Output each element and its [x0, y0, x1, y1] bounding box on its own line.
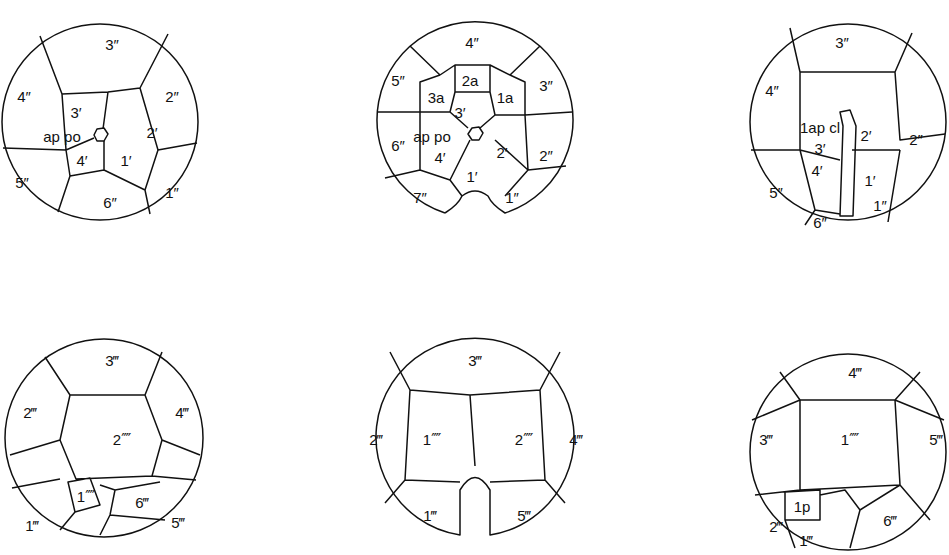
cell-label: 5″	[391, 73, 405, 88]
cell-label: 6‴	[883, 513, 897, 528]
cell-label: 1″	[505, 190, 519, 205]
cell-label: 3″	[539, 78, 553, 93]
cell-label: ap po	[413, 129, 451, 144]
cell-label: 2a	[462, 73, 479, 88]
cell-label: 2′	[496, 145, 507, 160]
cell-label: 3″	[105, 37, 119, 52]
cell-label: 6″	[391, 138, 405, 153]
cell-label: 3″	[835, 35, 849, 50]
cell-label: 3‴	[759, 432, 773, 447]
cell-label: 2⁗	[515, 432, 533, 447]
cell-label: 3a	[428, 90, 445, 105]
cell-label: 4″	[17, 89, 31, 104]
cell-label: 1⁗	[841, 432, 859, 447]
cell-label: 4″	[765, 83, 779, 98]
cell-label: 5‴	[171, 515, 185, 530]
cell-label: 1‴	[423, 508, 437, 523]
cell-label: 4″	[465, 35, 479, 50]
cell-label: 4′	[434, 150, 445, 165]
cell-label: 6″	[103, 195, 117, 210]
cell-label: 1′	[466, 169, 477, 184]
cell-label: 3′	[70, 105, 81, 120]
cell-label: ap po	[43, 129, 81, 144]
cell-label: 7″	[413, 190, 427, 205]
cell-label: 5‴	[929, 432, 943, 447]
cell-label: 1‴	[799, 533, 813, 548]
cell-label: 4′	[76, 153, 87, 168]
cell-label: 3′	[814, 141, 825, 156]
cell-label: 5‴	[517, 508, 531, 523]
cell-label: 1⁗	[77, 489, 95, 504]
cell-label: 2″	[165, 89, 179, 104]
cell-label: 1″	[873, 198, 887, 213]
cell-label: 6‴	[135, 495, 149, 510]
cell-label: 1⁗	[423, 432, 441, 447]
cell-label: 2′	[146, 125, 157, 140]
cell-label: 2″	[539, 148, 553, 163]
cell-label: 1‴	[25, 518, 39, 533]
cell-label: 1′	[864, 173, 875, 188]
cell-label: 5″	[15, 175, 29, 190]
cell-label: 4‴	[175, 405, 189, 420]
cell-label: 3′	[454, 105, 465, 120]
cell-label: 1p	[794, 499, 811, 514]
cell-label: 6″	[813, 215, 827, 230]
cell-label: 1a	[497, 90, 514, 105]
cell-label: 5″	[769, 185, 783, 200]
cell-label: 4‴	[569, 432, 583, 447]
cell-label: 1ap cl	[800, 120, 840, 135]
cell-label: 2′	[860, 128, 871, 143]
cell-label: 2‴	[769, 519, 783, 534]
cell-label: 2‴	[23, 405, 37, 420]
cell-label: 2‴	[369, 432, 383, 447]
cell-label: 3‴	[468, 353, 482, 368]
cell-label: 4‴	[848, 365, 862, 380]
cell-label: 2″	[909, 132, 923, 147]
cell-label: 2⁗	[113, 432, 131, 447]
cell-label: 1″	[165, 185, 179, 200]
cell-label: 3‴	[105, 353, 119, 368]
cell-label: 1′	[120, 153, 131, 168]
cell-label: 4′	[811, 163, 822, 178]
